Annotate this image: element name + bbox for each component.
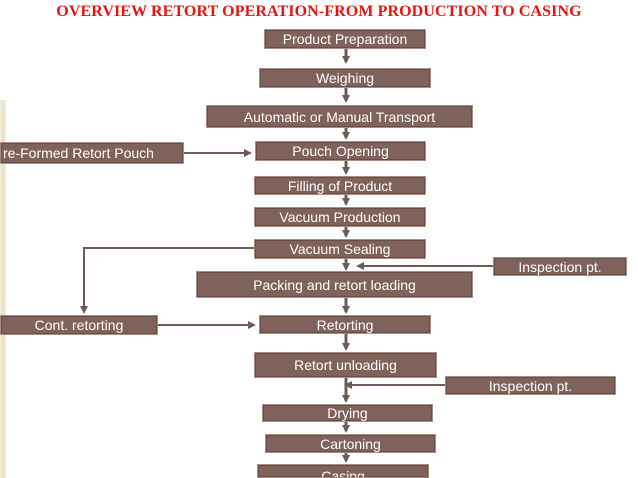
step-drying: Drying [262,404,433,422]
step-casing: Casing [257,464,429,478]
step-vacuum-production: Vacuum Production [254,207,426,227]
diagram-title: OVERVIEW RETORT OPERATION-FROM PRODUCTIO… [56,3,582,20]
decorative-strip [0,100,6,478]
step-vacuum-sealing: Vacuum Sealing [254,239,426,259]
step-retort-unloading: Retort unloading [254,352,437,378]
arrow-sealing-to-cont [80,247,254,314]
step-weighing: Weighing [259,68,431,88]
step-cartoning: Cartoning [265,434,436,453]
inspection-point-2: Inspection pt. [445,376,616,395]
step-filling-of-product: Filling of Product [254,176,426,195]
step-packing-and-retort-loading: Packing and retort loading [196,271,473,298]
step-pouch-opening: Pouch Opening [255,141,426,161]
step-automatic-or-manual-transport: Automatic or Manual Transport [206,105,473,128]
input-cont-retorting: Cont. retorting [0,315,158,335]
step-product-preparation: Product Preparation [264,29,426,49]
input-pre-formed-retort-pouch: re-Formed Retort Pouch [0,142,184,164]
inspection-point-1: Inspection pt. [493,257,627,276]
step-retorting: Retorting [259,315,431,334]
